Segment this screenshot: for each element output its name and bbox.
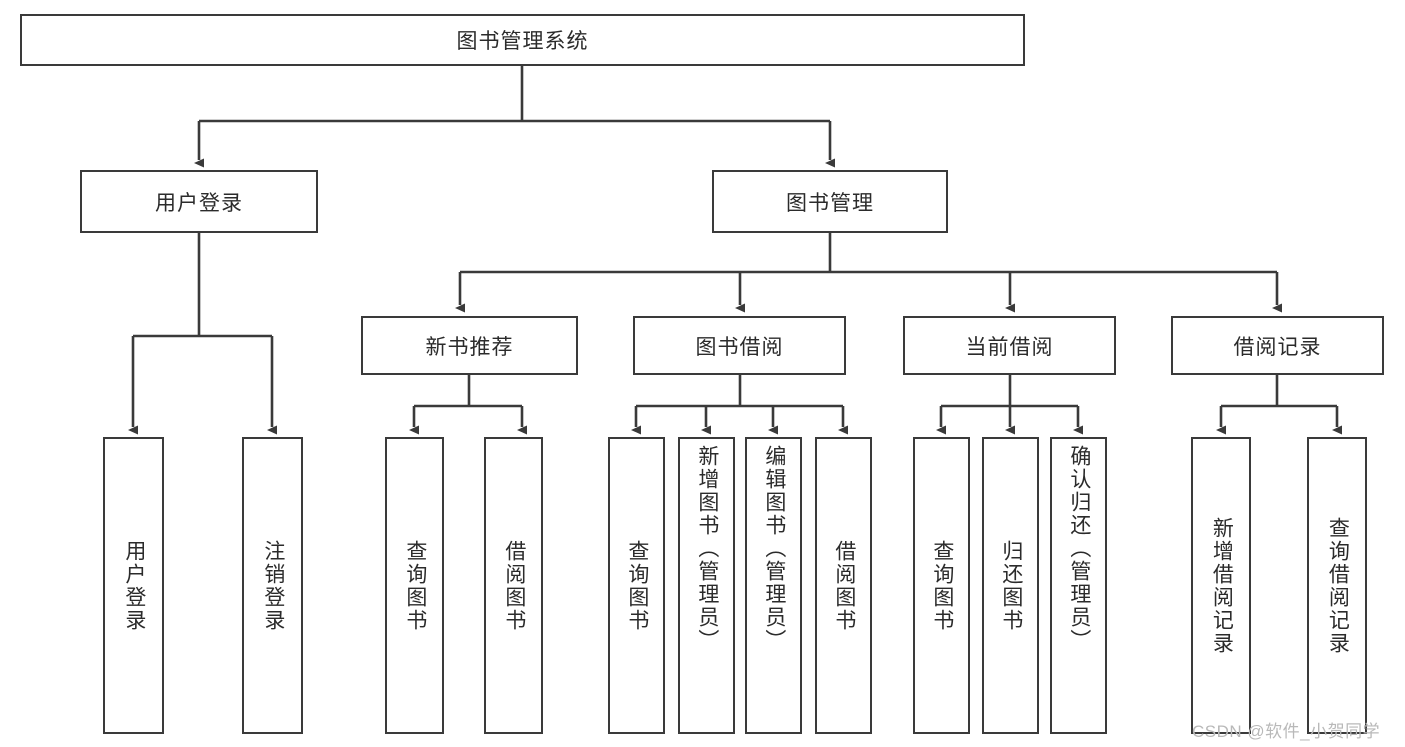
node-label: 归还图书: [999, 539, 1023, 632]
node-label: 查询图书: [403, 539, 427, 632]
node-label: 查询图书: [625, 539, 649, 632]
csdn-watermark: CSDN @软件_小贺同学: [1192, 722, 1381, 741]
node-label: 查询图书: [930, 539, 954, 632]
node-label: 查询借阅记录: [1326, 516, 1350, 655]
node-new-book-recommend[interactable]: 新书推荐: [361, 316, 578, 375]
node-label: 编辑图书（管理员）: [762, 445, 786, 652]
node-label: 确认归还（管理员）: [1067, 445, 1091, 652]
node-current-borrow[interactable]: 当前借阅: [903, 316, 1116, 375]
node-label: 图书借阅: [695, 335, 784, 359]
node-leaf-query-borrow-record[interactable]: 查询借阅记录: [1307, 437, 1367, 734]
node-leaf-query-book-current[interactable]: 查询图书: [913, 437, 970, 734]
node-label: 借阅记录: [1233, 335, 1322, 359]
node-label: 注销登录: [261, 539, 285, 632]
node-leaf-query-book-new[interactable]: 查询图书: [385, 437, 444, 734]
node-book-borrow[interactable]: 图书借阅: [633, 316, 846, 375]
node-leaf-borrow-book[interactable]: 借阅图书: [815, 437, 872, 734]
node-label: 用户登录: [155, 191, 243, 215]
node-borrow-record[interactable]: 借阅记录: [1171, 316, 1384, 375]
node-label: 当前借阅: [965, 335, 1054, 359]
node-book-management[interactable]: 图书管理: [712, 170, 948, 233]
node-label: 新增图书（管理员）: [695, 445, 719, 652]
node-leaf-query-book-borrow[interactable]: 查询图书: [608, 437, 665, 734]
node-label: 用户登录: [122, 539, 146, 632]
node-leaf-add-borrow-record[interactable]: 新增借阅记录: [1191, 437, 1251, 734]
node-label: 图书管理系统: [456, 30, 589, 53]
node-user-login[interactable]: 用户登录: [80, 170, 318, 233]
node-leaf-confirm-return[interactable]: 确认归还（管理员）: [1050, 437, 1107, 734]
node-label: 借阅图书: [502, 539, 526, 632]
node-leaf-add-book[interactable]: 新增图书（管理员）: [678, 437, 735, 734]
node-root-book-management-system[interactable]: 图书管理系统: [20, 14, 1025, 66]
node-leaf-borrow-book-new[interactable]: 借阅图书: [484, 437, 543, 734]
node-leaf-return-book[interactable]: 归还图书: [982, 437, 1039, 734]
node-label: 新书推荐: [425, 335, 514, 359]
node-label: 图书管理: [786, 191, 874, 215]
node-label: 借阅图书: [832, 539, 856, 632]
node-leaf-edit-book[interactable]: 编辑图书（管理员）: [745, 437, 802, 734]
node-leaf-user-logout[interactable]: 注销登录: [242, 437, 303, 734]
node-label: 新增借阅记录: [1210, 516, 1234, 655]
node-leaf-user-login[interactable]: 用户登录: [103, 437, 164, 734]
